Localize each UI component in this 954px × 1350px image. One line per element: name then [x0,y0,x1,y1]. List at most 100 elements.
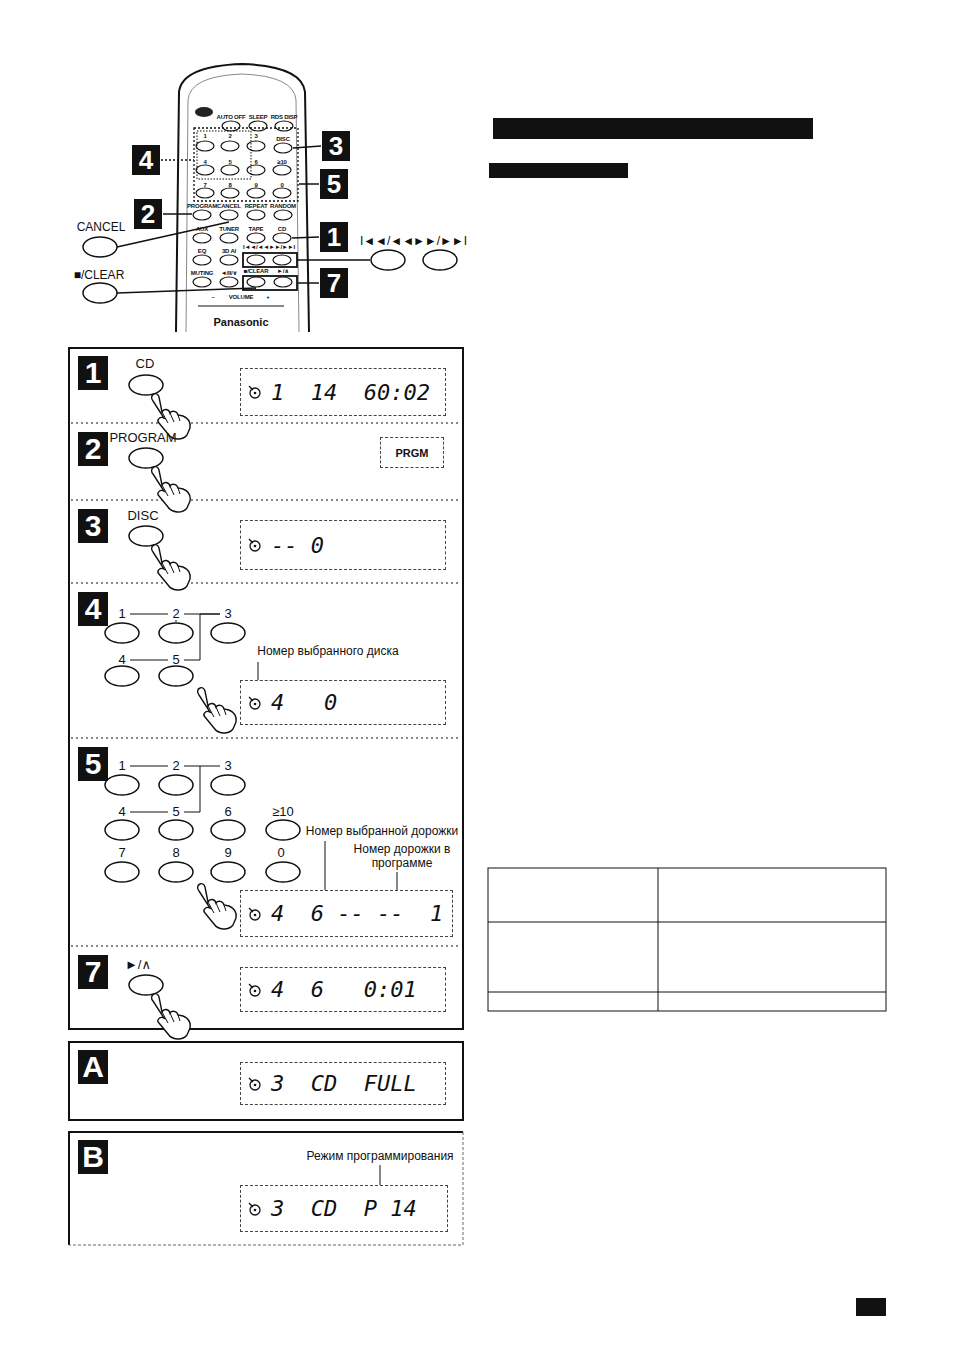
step-number: A [78,1050,108,1084]
button-label: 0 [277,846,284,861]
button-label: 9 [224,846,231,861]
steps-frame [69,348,463,1245]
note: Номер выбранного диска [256,645,399,659]
callout-number: 2 [134,199,162,229]
step-panel: 11 14 60:02 [68,347,464,423]
button-label: 5 [228,159,231,166]
display-text: PRGM [396,447,429,459]
display-text: 4 6 -- -- 1 [271,901,443,926]
button-label: CD [136,357,155,372]
button-label: 4 [203,159,206,166]
step-number: 5 [78,747,108,781]
display-text: 3 CD P 14 [271,1196,417,1221]
button-label: ≥10 [277,159,286,166]
step-number: 3 [78,509,108,543]
display-text: 4 0 [271,690,337,715]
callout-leaders [117,146,370,293]
callout-number: 5 [320,169,348,199]
note: Номер дорожки в программе [350,843,454,871]
callout-number: 7 [320,268,348,298]
lcd-display: PRGM [380,437,444,468]
button-label: CANCEL [217,203,241,210]
button-label: 5 [172,805,179,820]
button-label: 0 [280,182,283,189]
callout-number: 3 [322,131,350,161]
button-label: TAPE [249,226,264,233]
button-label: 3 [224,759,231,774]
button-label: ≥10 [272,805,294,820]
button-label: CD [278,226,286,233]
button-label: 8 [172,846,179,861]
button-label: I◄◄/◄◄ [360,235,414,249]
disc-icon [247,982,265,998]
step-panel: 4 4 0 [68,583,464,738]
callout-number: 4 [132,145,160,175]
button-label: + [266,294,269,301]
button-label: EQ [198,248,206,255]
lcd-display: -- 0 [240,520,446,570]
note: Номер выбранной дорожки [305,825,459,839]
button-label: ►►/►►I [269,244,295,251]
lcd-display: 4 6 0:01 [240,967,446,1012]
disc-icon [247,695,265,711]
button-label: 1 [203,133,206,140]
button-label: 2 [228,133,231,140]
button-label: 6 [224,805,231,820]
button-label: ■/CLEAR [74,269,125,283]
display-text: 3 CD FULL [271,1071,417,1096]
step-buttons [105,375,397,1194]
step-number: 2 [78,432,108,466]
button-label: ►/∧ [125,958,151,973]
button-label: PROGRAM [187,203,217,210]
lcd-display: 4 0 [240,680,446,725]
disc-icon [247,1076,265,1092]
button-label: RANDOM [270,203,296,210]
button-label: 5 [172,653,179,668]
button-label: – [211,294,214,301]
button-label: VOLUME [229,294,253,301]
button-label: MUTING [191,270,213,277]
step-panel: A 3 CD FULL [68,1041,464,1120]
lcd-display: 3 CD FULL [240,1062,446,1105]
button-label: 9 [254,182,257,189]
button-label: 2 [172,607,179,622]
lcd-display: 4 6 -- -- 1 [240,890,453,937]
text-column-art [488,118,886,1316]
brand-name: Panasonic [213,316,268,329]
step-number: 7 [78,955,108,989]
step-number: B [78,1140,108,1174]
button-label: RDS DISP [271,114,298,121]
button-label: 6 [254,159,257,166]
button-label: TUNER [219,226,239,233]
note: Режим программирования [305,1150,454,1164]
disc-icon [247,384,265,400]
step-panel: 5 4 6 -- -- 1 [68,738,464,946]
button-label: PROGRAM [109,431,176,446]
button-label: ■/CLEAR [244,268,269,275]
remote-control [176,64,309,332]
button-label: 3 [254,133,257,140]
button-label: AUX [196,226,208,233]
button-label: 4 [118,653,125,668]
step-number: 4 [78,592,108,626]
disc-icon [247,1201,265,1217]
display-text: 1 14 60:02 [271,380,430,405]
button-label: 8 [228,182,231,189]
step-panel: 7 4 6 0:01 [68,946,464,1030]
step-panel: 3 -- 0 [68,500,464,583]
display-text: -- 0 [271,533,324,558]
button-label: DISC [127,509,158,524]
step-panel: 2 PRGM [68,423,464,500]
callout-number: 1 [320,222,348,252]
step-panel: B 3 CD P 14 [68,1131,464,1245]
lcd-display: 1 14 60:02 [240,368,446,416]
button-label: SLEEP [249,114,268,121]
button-label: 7 [118,846,125,861]
button-label: 7 [203,182,206,189]
button-label: 3D AI [222,248,236,255]
button-label: DISC [276,136,290,143]
lcd-display: 3 CD P 14 [240,1185,448,1232]
button-label: I◄◄/◄◄ [243,244,269,251]
